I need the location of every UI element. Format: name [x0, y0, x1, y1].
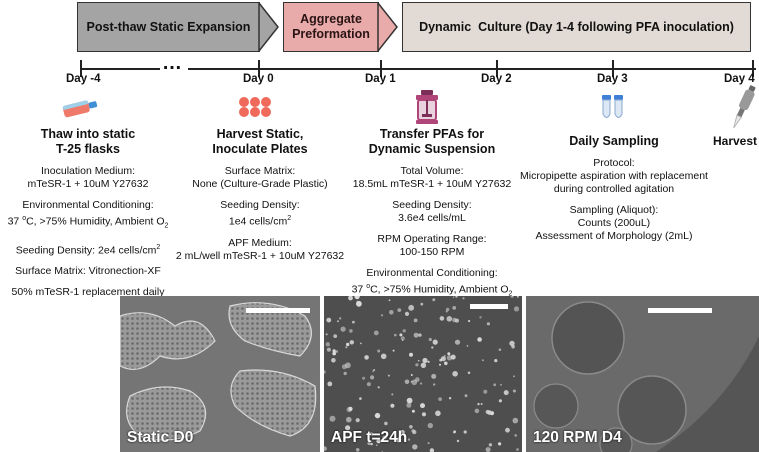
micrograph-static-d0: Static D0 — [120, 296, 320, 452]
sampling-aliquot: Sampling (Aliquot): Counts (200uL) Asses… — [535, 204, 693, 242]
scale-bar — [246, 308, 310, 313]
phase-label: Post-thaw Static Expansion — [86, 19, 251, 34]
t25-flask-icon — [62, 100, 98, 118]
bioreactor-icon — [416, 90, 438, 124]
timeline-tick — [258, 60, 260, 77]
step-harvest-static-details: Harvest Static, Inoculate Plates Surface… — [172, 127, 348, 271]
phase-arrow-icon — [258, 2, 279, 52]
surface-matrix: Surface Matrix: Vitronection-XF — [15, 265, 161, 278]
micrograph-120rpm-d4: 120 RPM D4 — [526, 296, 759, 452]
sampling-protocol: Protocol: Micropipette aspiration with r… — [520, 157, 708, 195]
colony-micrograph — [120, 296, 320, 452]
day-label: Day 3 — [597, 73, 628, 85]
photo-caption: Static D0 — [127, 429, 194, 446]
spheroid-micrograph — [526, 296, 759, 452]
phase-dynamic-culture: Dynamic Culture (Day 1-4 following PFA i… — [402, 2, 751, 52]
pipette-icon — [733, 85, 756, 129]
step-harvest: Harvest — [712, 134, 758, 148]
day-label: Day 1 — [365, 73, 396, 85]
scale-bar — [470, 304, 508, 309]
phase-static-expansion: Post-thaw Static Expansion — [77, 2, 260, 52]
step-heading: Harvest Static, Inoculate Plates — [212, 127, 308, 156]
day-label: Day 2 — [481, 73, 512, 85]
rpm-range: RPM Operating Range: 100-150 RPM — [377, 233, 487, 258]
environmental-conditioning: Environmental Conditioning: 37 oC, >75% … — [351, 267, 513, 298]
seeding-density: Seeding Density: 3.6e4 cells/mL — [392, 199, 472, 224]
phase-label: Aggregate Preformation — [292, 12, 370, 41]
step-heading: Daily Sampling — [569, 134, 659, 148]
timeline-tick — [612, 60, 614, 77]
phase-label: Dynamic Culture (Day 1-4 following PFA i… — [419, 19, 734, 34]
timeline-line — [80, 68, 160, 70]
timeline-tick — [80, 60, 82, 77]
apf-medium: APF Medium: 2 mL/well mTeSR-1 + 10uM Y27… — [175, 236, 345, 262]
environmental-conditioning: Environmental Conditioning: 37 oC, >75% … — [7, 199, 169, 230]
step-heading: Transfer PFAs for Dynamic Suspension — [368, 127, 496, 156]
well-plate-icon — [239, 97, 271, 117]
medium-replacement: 50% mTeSR-1 replacement daily — [11, 286, 165, 299]
day-label: Day -4 — [66, 73, 101, 85]
timeline-tick — [496, 60, 498, 77]
step-transfer-details: Transfer PFAs for Dynamic Suspension Tot… — [340, 127, 524, 309]
photo-caption: APF t=24h — [331, 429, 408, 446]
day-label: Day 0 — [243, 73, 274, 85]
aggregate-micrograph — [324, 296, 522, 452]
step-heading: Thaw into static T-25 flasks — [40, 127, 136, 156]
surface-matrix: Surface Matrix: None (Culture-Grade Plas… — [192, 165, 328, 190]
timeline-ellipsis: … — [162, 52, 182, 74]
seeding-density: Seeding Density: 1e4 cells/cm2 — [220, 199, 300, 228]
scale-bar — [648, 308, 712, 313]
timeline-tick — [380, 60, 382, 77]
inoculation-medium: Inoculation Medium: mTeSR-1 + 10uM Y2763… — [27, 165, 149, 190]
timeline-line — [188, 68, 756, 70]
total-volume: Total Volume: 18.5mL mTeSR-1 + 10uM Y276… — [352, 165, 512, 190]
timeline-tick — [752, 60, 754, 77]
day-label: Day 4 — [724, 73, 755, 85]
photo-caption: 120 RPM D4 — [533, 429, 622, 446]
step-sampling-details: Daily Sampling Protocol: Micropipette as… — [514, 134, 714, 251]
step-thaw-details: Thaw into static T-25 flasks Inoculation… — [0, 127, 176, 307]
sample-tubes-icon — [602, 95, 623, 118]
seeding-density: Seeding Density: 2e4 cells/cm2 — [15, 243, 161, 257]
micrograph-apf-24h: APF t=24h — [324, 296, 522, 452]
phase-arrow-icon — [377, 2, 398, 52]
phase-aggregate-preformation: Aggregate Preformation — [283, 2, 379, 52]
